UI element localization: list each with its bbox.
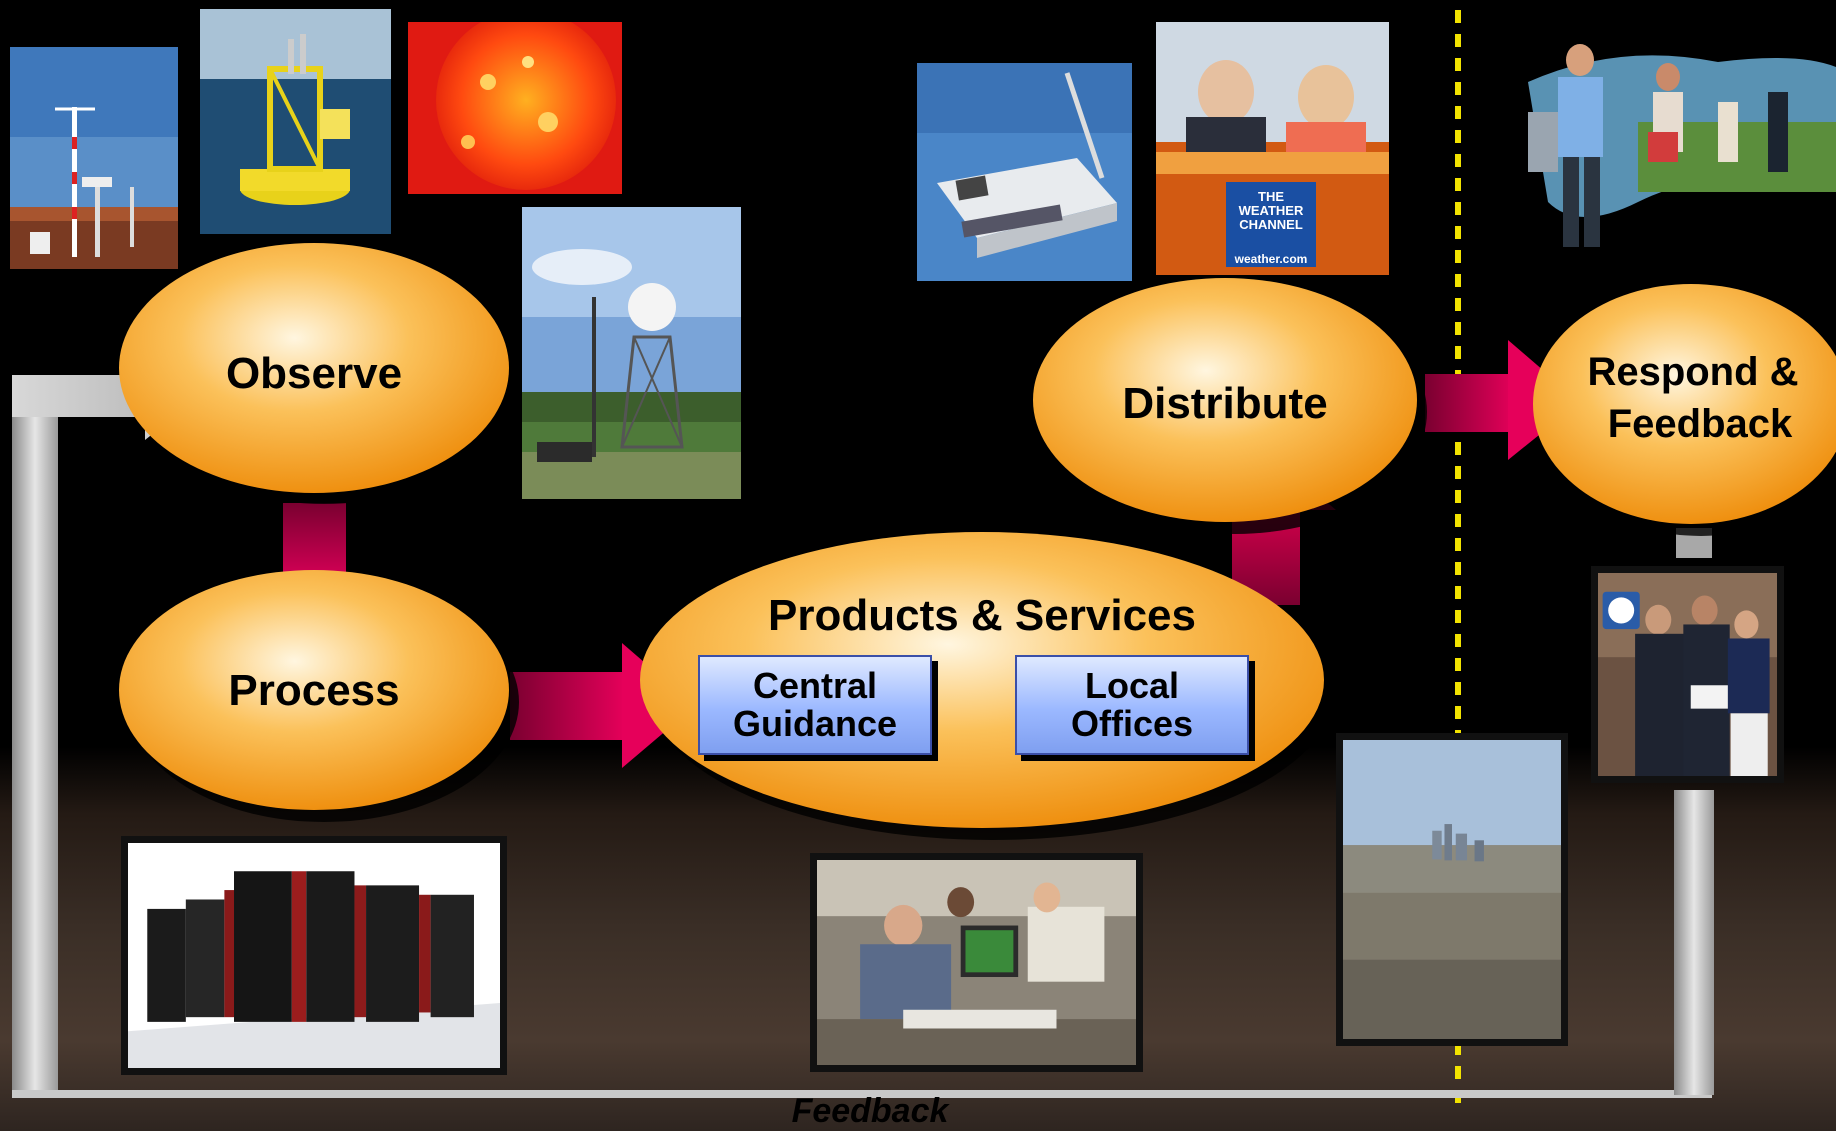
central-guidance-box: Central Guidance — [698, 655, 932, 755]
logo-line2: WEATHER — [1238, 203, 1304, 218]
node-observe — [119, 243, 519, 504]
respond-label-line1: Respond & — [1587, 350, 1798, 394]
feedback-label: Feedback — [791, 1092, 949, 1130]
weather-station-icon — [10, 47, 178, 269]
local-offices-box: Local Offices — [1015, 655, 1249, 755]
products-services-label: Products & Services — [768, 591, 1196, 640]
local-offices-line2: Offices — [1070, 703, 1194, 744]
observe-label: Observe — [226, 349, 402, 398]
weather-radio-icon — [917, 63, 1132, 281]
node-respond — [1533, 284, 1836, 536]
central-guidance-line1: Central — [752, 665, 877, 706]
node-process — [119, 570, 519, 822]
node-distribute — [1033, 278, 1427, 534]
respond-label-line2: Feedback — [1608, 402, 1793, 446]
logo-line1: THE — [1258, 189, 1284, 204]
sun-icon — [408, 22, 622, 194]
distribute-label: Distribute — [1122, 379, 1327, 428]
evacuating-people-icon — [1518, 22, 1836, 270]
ocean-buoy-icon — [200, 9, 391, 234]
central-guidance-line2: Guidance — [732, 703, 898, 744]
logo-line3: CHANNEL — [1239, 217, 1303, 232]
supercomputer-icon — [121, 836, 507, 1075]
radar-tower-icon — [522, 207, 741, 499]
forecast-office-icon — [810, 853, 1143, 1072]
process-label: Process — [228, 666, 399, 715]
weather-channel-logo: THE WEATHER CHANNEL — [1236, 190, 1306, 232]
separator-line — [1455, 10, 1461, 1105]
tv-broadcast-icon: THE WEATHER CHANNEL weather.com — [1156, 22, 1389, 275]
local-offices-line1: Local — [1084, 665, 1179, 706]
emergency-officials-icon — [1591, 566, 1784, 783]
weather-channel-url: weather.com — [1234, 252, 1308, 266]
city-skyline-icon — [1336, 733, 1568, 1046]
